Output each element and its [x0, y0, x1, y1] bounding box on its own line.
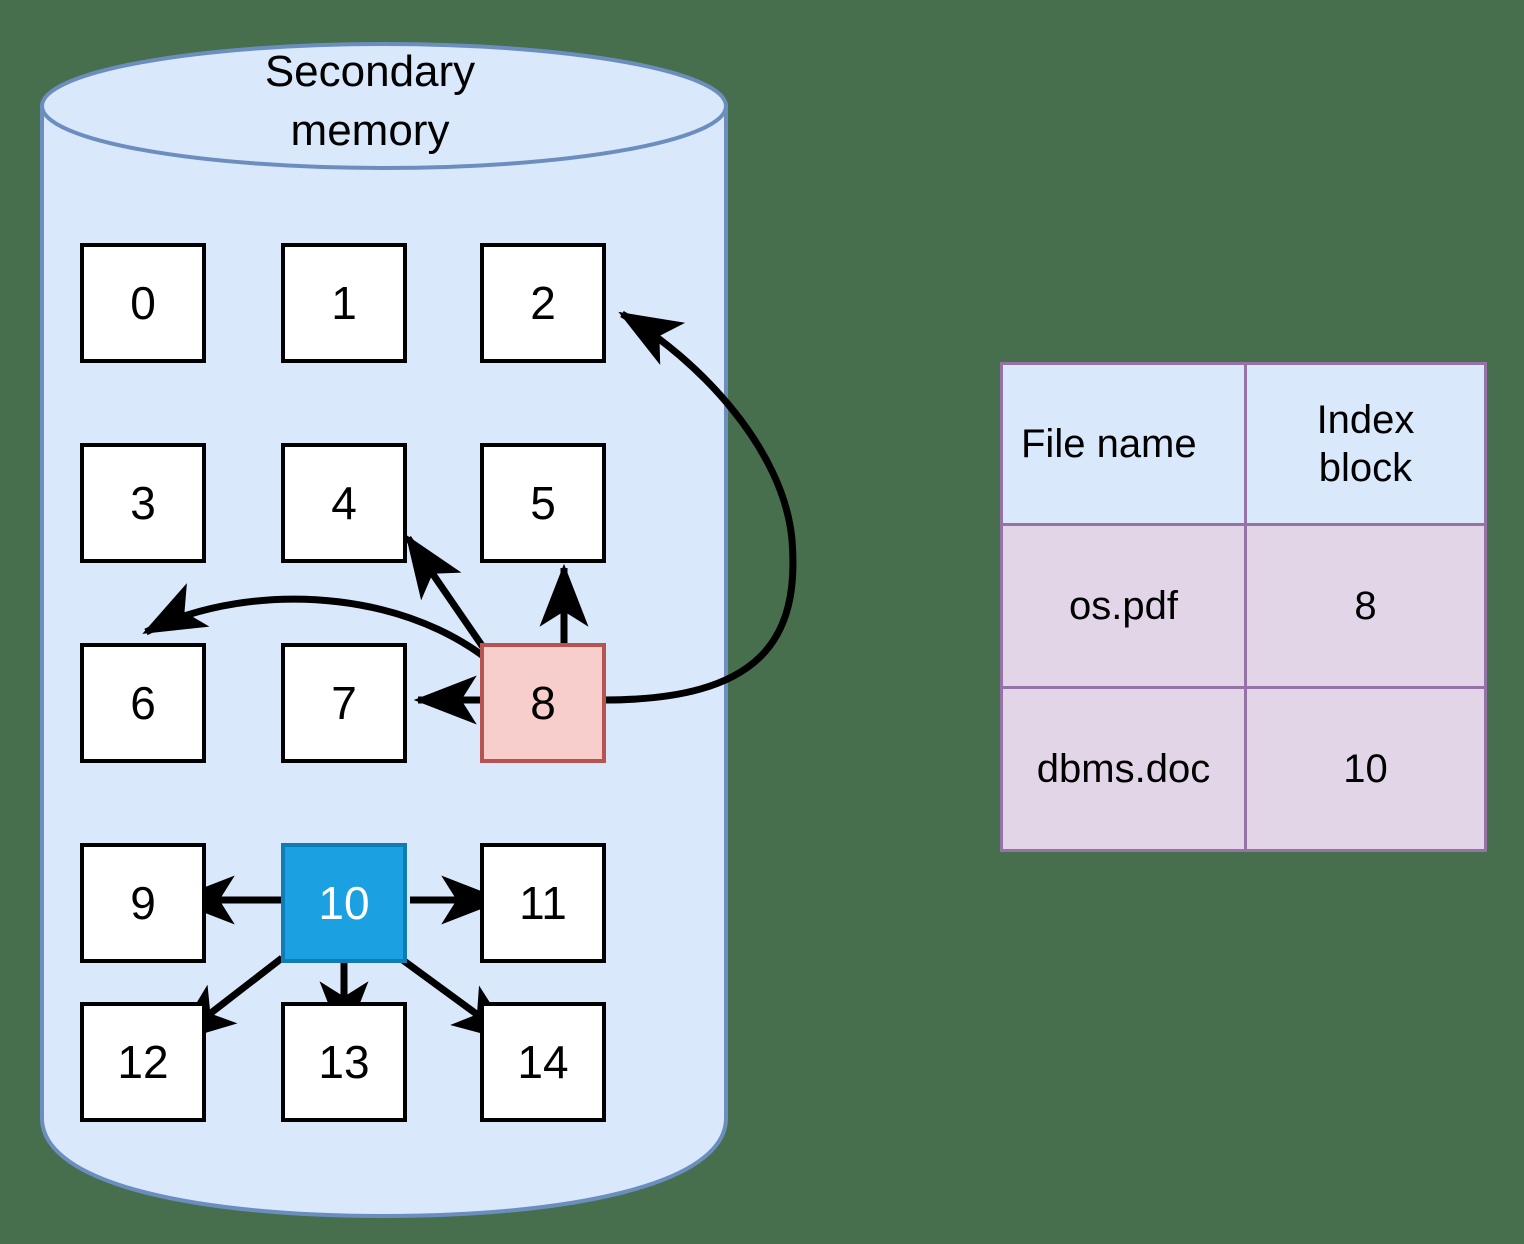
cylinder-top-ellipse [40, 42, 728, 170]
table-row[interactable]: os.pdf 8 [1000, 523, 1487, 689]
disk-block-12[interactable]: 12 [80, 1002, 206, 1122]
cell-file-name-0: os.pdf [1000, 523, 1247, 689]
pointer-8-to-6 [142, 583, 523, 693]
disk-block-5[interactable]: 5 [480, 443, 606, 563]
table-header-row: File name Index block [1000, 362, 1487, 526]
column-header-index-block-line2: block [1318, 446, 1413, 490]
disk-block-4[interactable]: 4 [281, 443, 407, 563]
file-index-table-body: os.pdf 8 dbms.doc 10 [1000, 523, 1487, 852]
column-header-file-name: File name [1000, 362, 1247, 526]
file-index-table: File name Index block os.pdf 8 dbms.doc … [1000, 362, 1487, 852]
disk-block-6[interactable]: 6 [80, 643, 206, 763]
cell-index-block-0: 8 [1244, 523, 1487, 689]
file-index-table-head: File name Index block [1000, 362, 1487, 526]
table-row[interactable]: dbms.doc 10 [1000, 686, 1487, 852]
disk-block-10-index[interactable]: 10 [281, 843, 407, 963]
disk-block-0[interactable]: 0 [80, 243, 206, 363]
disk-block-11[interactable]: 11 [480, 843, 606, 963]
disk-block-1[interactable]: 1 [281, 243, 407, 363]
disk-block-3[interactable]: 3 [80, 443, 206, 563]
disk-block-9[interactable]: 9 [80, 843, 206, 963]
column-header-index-block-line1: Index [1316, 398, 1415, 442]
disk-block-7[interactable]: 7 [281, 643, 407, 763]
disk-block-2[interactable]: 2 [480, 243, 606, 363]
cell-file-name-1: dbms.doc [1000, 686, 1247, 852]
disk-block-13[interactable]: 13 [281, 1002, 407, 1122]
disk-block-14[interactable]: 14 [480, 1002, 606, 1122]
disk-block-8-index[interactable]: 8 [480, 643, 606, 763]
column-header-index-block: Index block [1244, 362, 1487, 526]
pointer-8-to-2 [603, 310, 797, 704]
cell-index-block-1: 10 [1244, 686, 1487, 852]
